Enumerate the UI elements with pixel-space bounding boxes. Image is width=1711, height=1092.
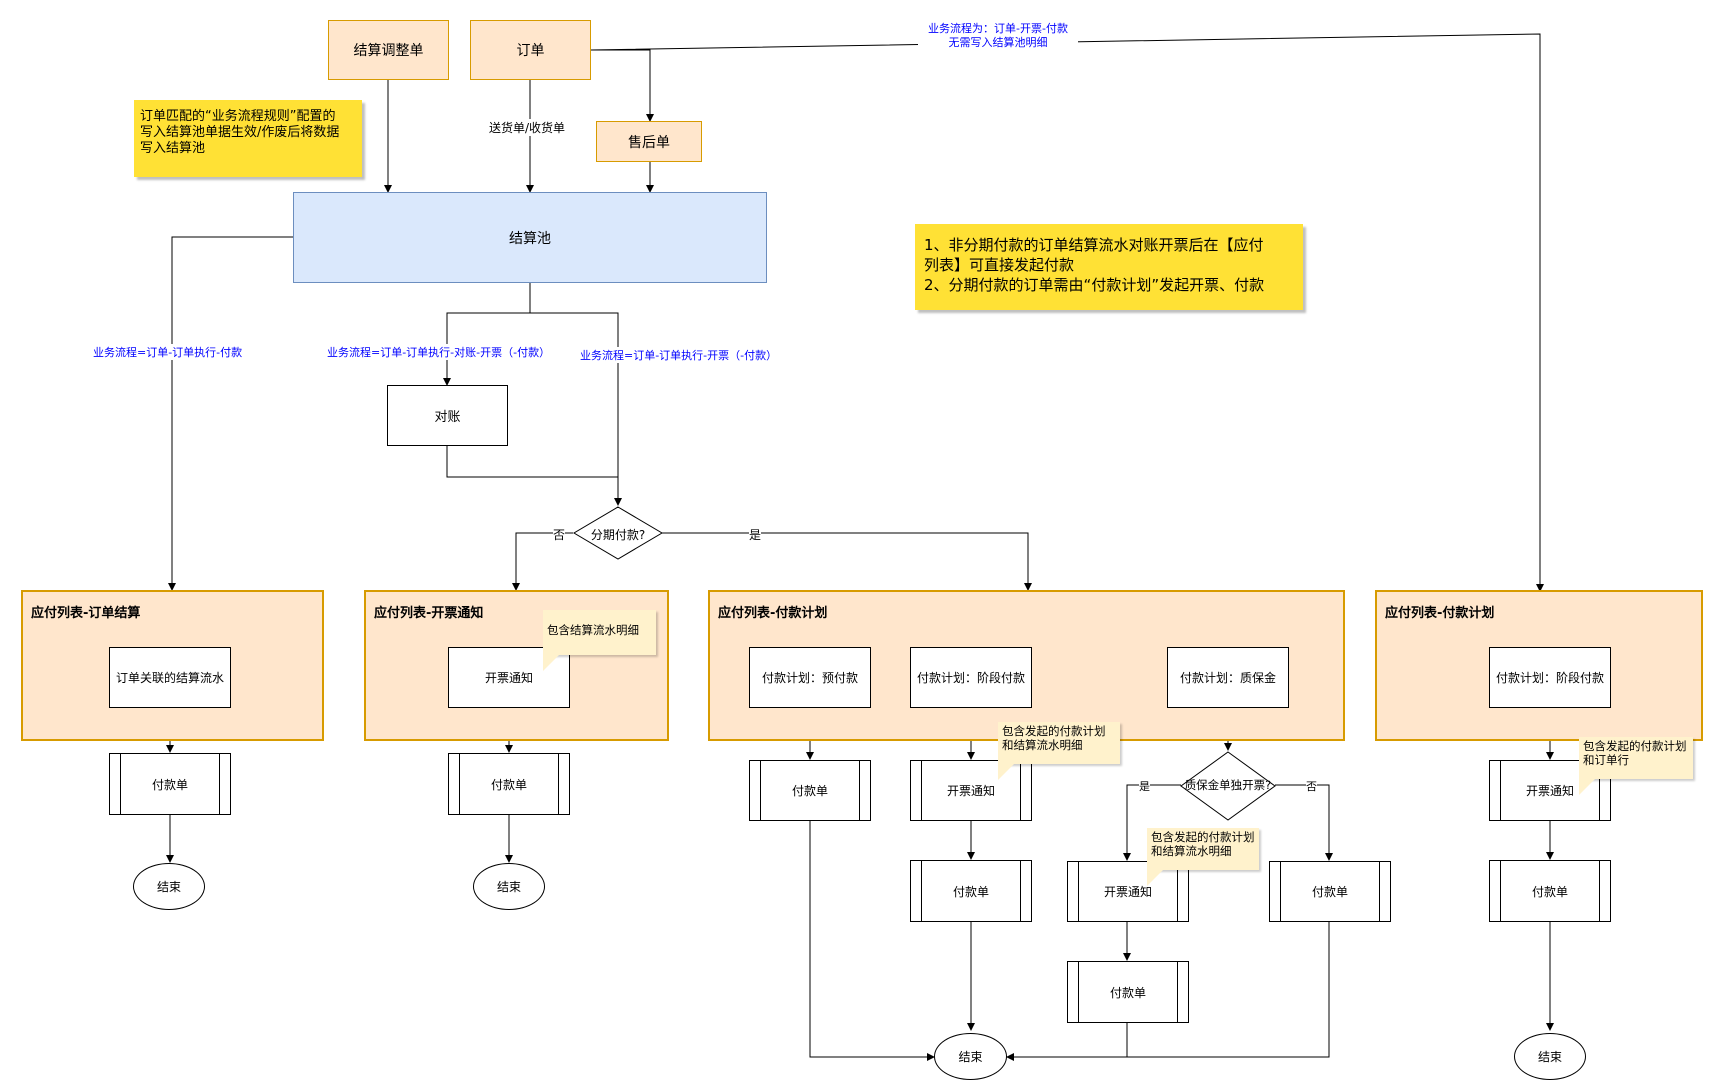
payment-node[interactable]: 付款单 xyxy=(1489,860,1611,922)
end-node: 结束 xyxy=(1514,1033,1586,1080)
quality-diamond[interactable] xyxy=(1180,751,1276,821)
edge-label-no: 否 xyxy=(553,526,566,543)
installment-diamond[interactable] xyxy=(573,506,663,560)
edge-pool-to-reconcile xyxy=(443,283,531,386)
invoice-notice-node[interactable]: 开票通知 xyxy=(910,760,1032,821)
adjust-node[interactable]: 结算调整单 xyxy=(328,20,449,80)
installment-question: 分期付款? xyxy=(590,528,646,542)
payment-node[interactable]: 付款单 xyxy=(109,753,231,815)
group-title: 应付列表-付款计划 xyxy=(718,606,828,621)
end-node: 结束 xyxy=(133,863,205,910)
group-title: 应付列表-开票通知 xyxy=(374,606,484,621)
reconcile-node[interactable]: 对账 xyxy=(387,385,508,446)
plan-stage-node[interactable]: 付款计划：阶段付款 xyxy=(1489,647,1611,708)
group-title: 应付列表-订单结算 xyxy=(31,606,141,621)
payment-node[interactable]: 付款单 xyxy=(749,760,871,821)
settlement-flow-node[interactable]: 订单关联的结算流水 xyxy=(109,647,231,708)
note-rules: 1、非分期付款的订单结算流水对账开票后在【应付 列表】可直接发起付款 2、分期付… xyxy=(915,224,1303,310)
callout-plan-orderline: 包含发起的付款计划 和订单行 xyxy=(1579,737,1693,795)
edge-pool-to-diamond xyxy=(530,312,622,506)
end-node: 结束 xyxy=(473,863,545,910)
edge-reconcile-to-diamond xyxy=(446,446,618,478)
group-title: 应付列表-付款计划 xyxy=(1385,606,1495,621)
note-order-rule: 订单匹配的“业务流程规则”配置的 写入结算池单据生效/作废后将数据 写入结算池 xyxy=(134,100,362,177)
edge-label-flow2: 业务流程=订单-订单执行-对账-开票（-付款） xyxy=(327,344,551,360)
edge-diamond-yes xyxy=(662,532,1032,591)
edge-label-flow1: 业务流程=订单-订单执行-付款 xyxy=(93,344,243,360)
edge-pool-to-g1 xyxy=(168,236,293,591)
edge-order-to-aftersale xyxy=(591,49,654,122)
edge-order-to-g4 xyxy=(590,33,1544,592)
payment-node[interactable]: 付款单 xyxy=(1269,861,1391,922)
plan-stage-node[interactable]: 付款计划：阶段付款 xyxy=(910,647,1032,708)
aftersale-node[interactable]: 售后单 xyxy=(596,121,702,162)
callout-plan-detail: 包含发起的付款计划 和结算流水明细 xyxy=(1147,828,1259,886)
callout-plan-detail: 包含发起的付款计划 和结算流水明细 xyxy=(998,722,1120,780)
plan-quality-node[interactable]: 付款计划：质保金 xyxy=(1167,647,1289,708)
edge-label-yes: 是 xyxy=(1139,778,1150,794)
edge-label-flow3: 业务流程=订单-订单执行-开票（-付款） xyxy=(580,347,778,363)
edge-label-top: 业务流程为：订单-开票-付款 无需写入结算池明细 xyxy=(918,22,1078,50)
edge-label-yes: 是 xyxy=(749,526,762,543)
edge-label-no: 否 xyxy=(1306,778,1317,794)
callout-settlement-detail: 包含结算流水明细 xyxy=(543,610,656,671)
edge-label-delivery: 送货单/收货单 xyxy=(489,119,566,136)
payment-node[interactable]: 付款单 xyxy=(1067,961,1189,1023)
payment-node[interactable]: 付款单 xyxy=(910,860,1032,922)
end-node: 结束 xyxy=(934,1033,1007,1080)
settlement-pool[interactable]: 结算池 xyxy=(293,192,767,283)
payment-node[interactable]: 付款单 xyxy=(448,753,570,815)
invoice-notice-node[interactable]: 开票通知 xyxy=(1067,861,1189,922)
order-node[interactable]: 订单 xyxy=(470,20,591,80)
plan-prepay-node[interactable]: 付款计划：预付款 xyxy=(749,647,871,708)
quality-question: 质保金单独开票? xyxy=(1184,778,1272,792)
